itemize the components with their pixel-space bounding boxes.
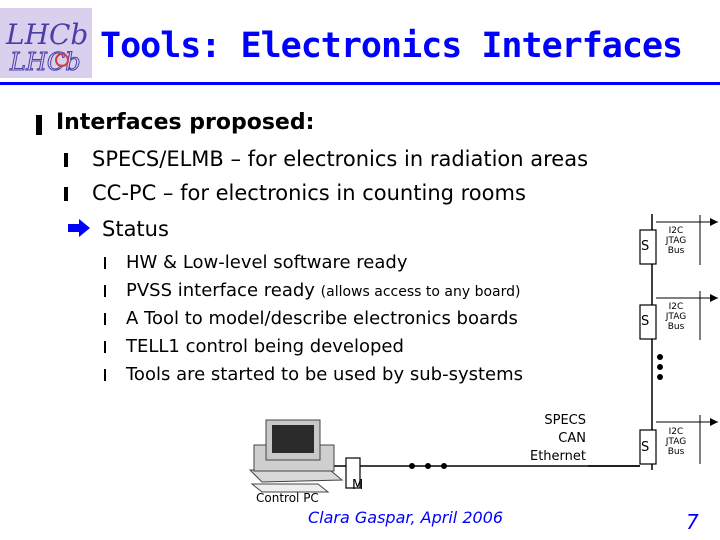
bullet-bar-icon bbox=[104, 341, 106, 353]
status-item: HW & Low-level software ready bbox=[104, 252, 408, 273]
title-divider bbox=[0, 82, 720, 85]
protocol-line: CAN bbox=[558, 431, 586, 446]
page-title: Tools: Electronics Interfaces bbox=[100, 26, 683, 66]
ellipsis-dot bbox=[657, 354, 663, 360]
ellipsis-dot bbox=[425, 463, 431, 469]
bus-line: I2C bbox=[668, 302, 684, 312]
protocol-labels: SPECS CAN Ethernet bbox=[520, 412, 586, 466]
bus-label: I2C JTAG Bus bbox=[658, 226, 694, 256]
protocol-line: Ethernet bbox=[530, 449, 586, 464]
s-label: S bbox=[641, 239, 650, 254]
bus-line: Bus bbox=[667, 322, 685, 332]
bullet-bar-icon bbox=[64, 187, 68, 201]
main-bullet-label: Interfaces proposed: bbox=[56, 110, 315, 135]
status-item-text: HW & Low-level software ready bbox=[126, 252, 408, 273]
protocol-line: SPECS bbox=[544, 413, 586, 428]
sub-bullet-ccpc: CC-PC – for electronics in counting room… bbox=[64, 181, 526, 205]
status-item: PVSS interface ready (allows access to a… bbox=[104, 280, 520, 301]
bus-line: Bus bbox=[667, 447, 685, 457]
ellipsis-dot bbox=[441, 463, 447, 469]
computer-icon bbox=[248, 419, 344, 493]
main-bullet: Interfaces proposed: bbox=[36, 110, 314, 135]
status-label: Status bbox=[102, 217, 169, 241]
specs-slave-box bbox=[639, 229, 657, 265]
specs-master-box bbox=[345, 457, 361, 489]
specs-slave-box bbox=[639, 304, 657, 340]
bullet-bar-icon bbox=[104, 369, 106, 381]
arrow-bullet-icon bbox=[68, 218, 90, 242]
bus-label: I2C JTAG Bus bbox=[658, 302, 694, 332]
bullet-bar-icon bbox=[104, 257, 106, 269]
sub-bullet-text: CC-PC – for electronics in counting room… bbox=[92, 181, 526, 205]
svg-text:LHCb: LHCb bbox=[9, 48, 81, 76]
bus-line: I2C bbox=[668, 226, 684, 236]
bullet-bar-icon bbox=[36, 114, 42, 135]
lhcb-logo: LHCb LHCb bbox=[0, 8, 92, 78]
status-item-note: (allows access to any board) bbox=[320, 284, 521, 300]
status-item-text: A Tool to model/describe electronics boa… bbox=[126, 308, 518, 329]
ellipsis-dot bbox=[657, 374, 663, 380]
page-number: 7 bbox=[686, 510, 699, 534]
status-item: Tools are started to be used by sub-syst… bbox=[104, 364, 523, 385]
footer-text: Clara Gaspar, April 2006 bbox=[308, 508, 504, 527]
status-item: TELL1 control being developed bbox=[104, 336, 404, 357]
bus-line: JTAG bbox=[665, 312, 687, 322]
bullet-bar-icon bbox=[104, 285, 106, 297]
status-item: A Tool to model/describe electronics boa… bbox=[104, 308, 518, 329]
bus-line: I2C bbox=[668, 427, 684, 437]
specs-slave-box bbox=[639, 429, 657, 465]
ellipsis-dot bbox=[409, 463, 415, 469]
s-label: S bbox=[641, 440, 650, 455]
m-label: M bbox=[352, 478, 364, 493]
bullet-bar-icon bbox=[104, 313, 106, 325]
bus-label: I2C JTAG Bus bbox=[658, 427, 694, 457]
sub-bullet-text: SPECS/ELMB – for electronics in radiatio… bbox=[92, 147, 589, 171]
logo-text: LHCb bbox=[5, 18, 88, 51]
bus-line: JTAG bbox=[665, 437, 687, 447]
bus-line: Bus bbox=[667, 246, 685, 256]
status-item-text: Tools are started to be used by sub-syst… bbox=[126, 364, 524, 385]
status-item-text: PVSS interface ready bbox=[126, 280, 315, 301]
status-item-text: TELL1 control being developed bbox=[126, 336, 404, 357]
bullet-bar-icon bbox=[64, 153, 68, 167]
sub-bullet-specs: SPECS/ELMB – for electronics in radiatio… bbox=[64, 147, 588, 171]
s-label: S bbox=[641, 314, 650, 329]
status-bullet: Status bbox=[68, 217, 169, 242]
ellipsis-dot bbox=[657, 364, 663, 370]
control-pc-label: Control PC bbox=[256, 491, 319, 505]
bus-line: JTAG bbox=[665, 236, 687, 246]
